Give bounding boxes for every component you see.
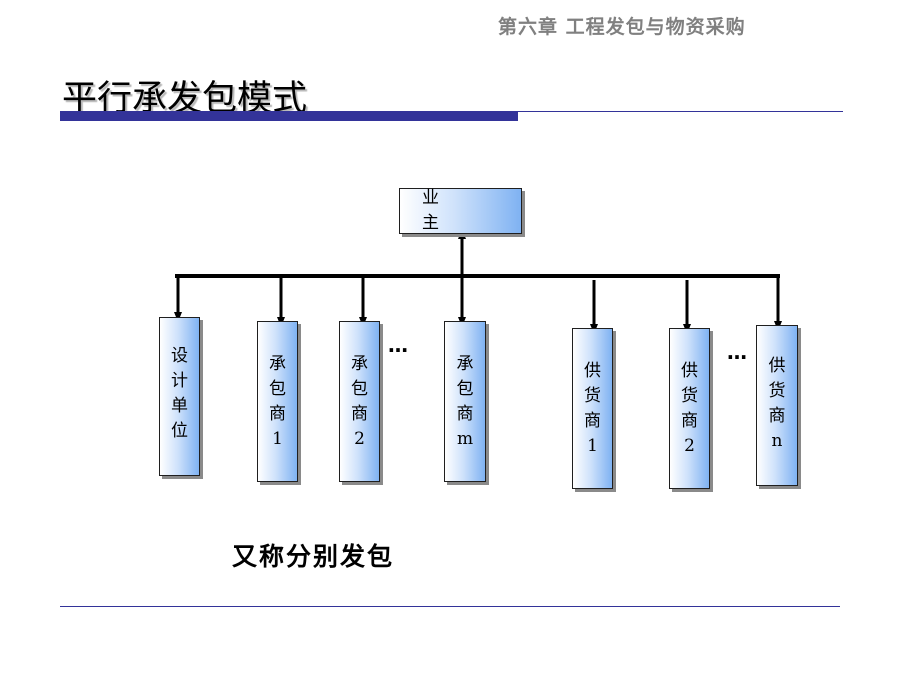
- node-contractor-1: 承 包 商 1: [257, 321, 298, 482]
- node-supplier-2: 供 货 商 2: [669, 328, 710, 489]
- owner-node: 业 主: [399, 188, 522, 234]
- node-contractor-1-char: 包: [269, 379, 286, 399]
- node-supplier-2-char: 商: [681, 411, 698, 431]
- node-contractor-m-char: 承: [456, 354, 474, 374]
- node-supplier-2-char: 货: [681, 386, 698, 406]
- node-design: 设 计 单 位: [159, 317, 200, 476]
- node-supplier-n: 供 货 商 n: [756, 325, 798, 486]
- ellipsis-contractors: …: [388, 333, 409, 357]
- node-contractor-m-char: m: [456, 429, 474, 449]
- node-contractor-1-char: 承: [269, 354, 286, 374]
- node-supplier-2-char: 2: [684, 436, 695, 456]
- ellipsis-suppliers: …: [727, 340, 748, 364]
- node-supplier-2-char: 供: [681, 361, 698, 381]
- node-contractor-2-char: 包: [351, 379, 368, 399]
- node-supplier-n-char: n: [771, 431, 783, 451]
- node-design-char: 设: [171, 346, 188, 366]
- title-underline-bar: [60, 111, 518, 121]
- node-contractor-2-char: 承: [351, 354, 368, 374]
- node-contractor-1-char: 1: [272, 429, 283, 449]
- node-supplier-1-char: 1: [587, 436, 598, 456]
- node-design-char: 位: [171, 421, 188, 441]
- node-supplier-1-char: 商: [584, 411, 601, 431]
- node-contractor-m-char: 商: [456, 404, 474, 424]
- node-contractor-m: 承 包 商 m: [444, 321, 486, 482]
- node-supplier-1-char: 货: [584, 386, 601, 406]
- node-supplier-n-char: 供: [768, 356, 786, 376]
- node-contractor-2: 承 包 商 2: [339, 321, 380, 482]
- node-supplier-n-char: 货: [768, 381, 786, 401]
- node-supplier-1: 供 货 商 1: [572, 328, 613, 489]
- subtitle: 又称分别发包: [232, 542, 395, 571]
- node-design-char: 计: [171, 371, 188, 391]
- node-contractor-1-char: 商: [269, 404, 286, 424]
- node-contractor-2-char: 2: [354, 429, 365, 449]
- node-contractor-2-char: 商: [351, 404, 368, 424]
- node-supplier-n-char: 商: [768, 406, 786, 426]
- title-underline-rule: [518, 111, 843, 112]
- chapter-heading: 第六章 工程发包与物资采购: [498, 16, 746, 38]
- node-contractor-m-char: 包: [456, 379, 474, 399]
- footer-rule: [60, 606, 840, 607]
- node-supplier-1-char: 供: [584, 361, 601, 381]
- node-design-char: 单: [171, 396, 188, 416]
